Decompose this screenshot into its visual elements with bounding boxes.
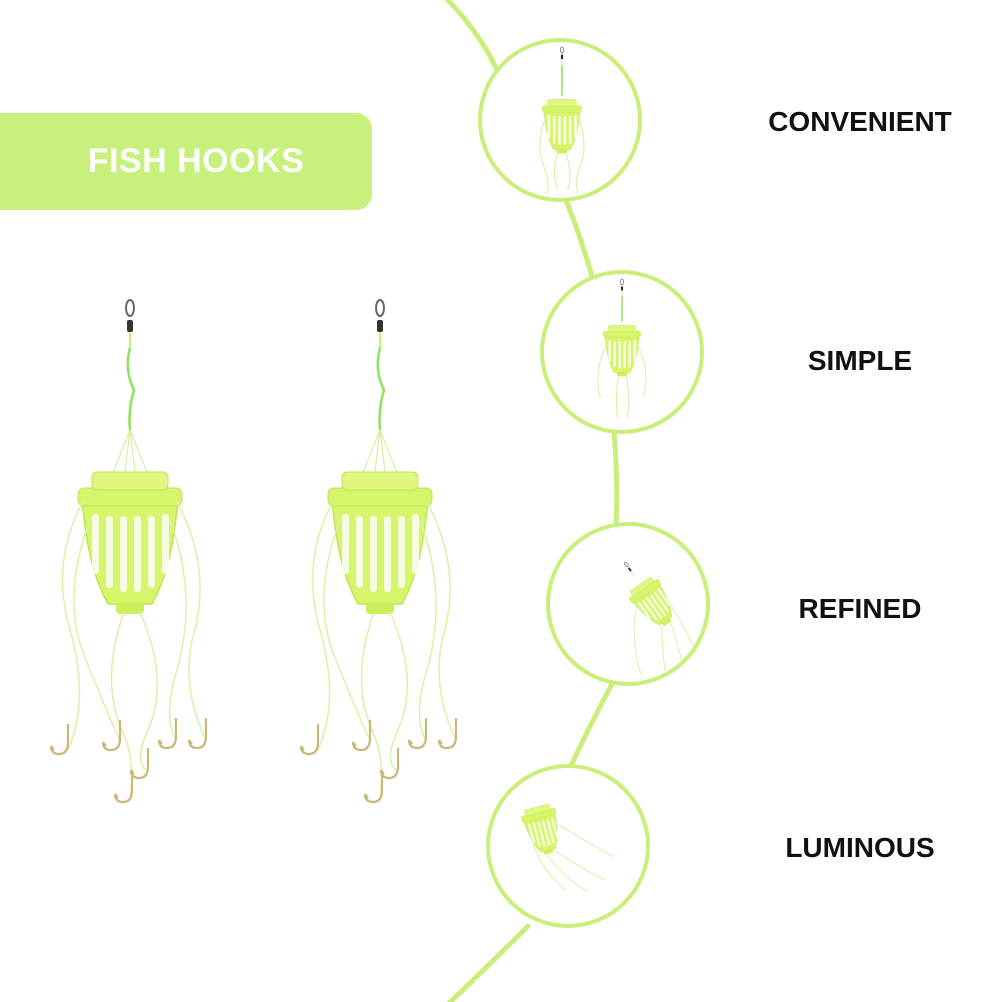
feature-label-refined: REFINED — [798, 593, 922, 624]
connector-curve — [444, 0, 620, 1002]
title-banner — [0, 113, 372, 210]
fish-hook-rig-icon — [299, 299, 458, 804]
feature-label-luminous: LUMINOUS — [785, 832, 935, 863]
feature-image-simple — [540, 270, 704, 434]
banner-title: FISH HOOKS — [87, 142, 305, 180]
fish-hook-rig-icon — [49, 299, 208, 804]
feature-label-convenient: CONVENIENT — [768, 106, 952, 137]
feature-image-refined — [546, 522, 710, 686]
feature-image-convenient — [478, 38, 642, 202]
feature-label-simple: SIMPLE — [807, 345, 913, 376]
feature-image-luminous — [486, 764, 650, 928]
